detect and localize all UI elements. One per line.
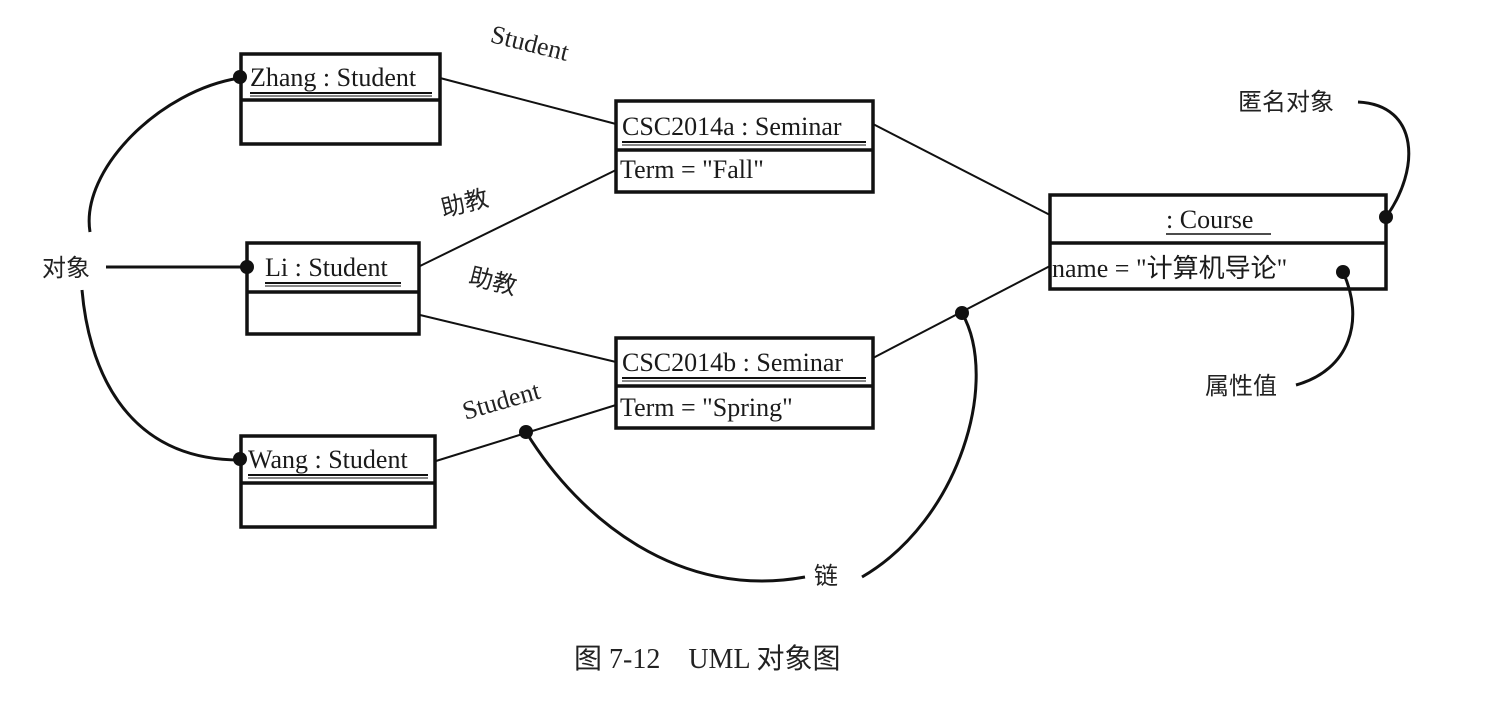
link-zhang-csc2014a — [439, 77, 617, 125]
object-csc2014a-seminar[interactable]: CSC2014a : Seminar Term = "Fall" — [614, 99, 875, 194]
object-name-csc2014b: CSC2014b : Seminar — [622, 348, 843, 377]
callout-object-zhang — [87, 76, 241, 233]
annotation-anonymous-object: 匿名对象 — [1238, 88, 1334, 116]
role-label-wang-student: Student — [459, 376, 544, 426]
object-name-csc2014a: CSC2014a : Seminar — [622, 112, 842, 141]
callout-dot-attribute — [1336, 265, 1350, 279]
callout-dot-link-course — [955, 306, 969, 320]
attribute-course-name: name = "计算机导论" — [1052, 254, 1287, 283]
annotation-object: 对象 — [42, 254, 90, 282]
object-name-zhang: Zhang : Student — [250, 63, 417, 92]
object-anonymous-course[interactable]: : Course name = "计算机导论" — [1048, 193, 1388, 291]
link-li-csc2014b — [419, 314, 617, 363]
object-wang-student[interactable]: Wang : Student — [239, 434, 437, 529]
callout-dot-course — [1379, 210, 1393, 224]
callout-anonymous-object — [1357, 100, 1411, 218]
object-name-course: : Course — [1166, 205, 1253, 234]
role-label-li-ta-a: 助教 — [438, 184, 491, 223]
object-name-wang: Wang : Student — [248, 445, 408, 474]
figure-caption: 图 7-12 UML 对象图 — [574, 643, 841, 675]
callout-dot-link-wang — [519, 425, 533, 439]
callout-attribute-value — [1295, 271, 1355, 387]
object-csc2014b-seminar[interactable]: CSC2014b : Seminar Term = "Spring" — [614, 336, 875, 430]
link-csc2014a-course — [872, 123, 1051, 216]
object-zhang-student[interactable]: Zhang : Student — [239, 52, 442, 146]
object-name-li: Li : Student — [265, 253, 389, 282]
role-label-li-ta-b: 助教 — [466, 262, 519, 301]
annotation-attribute-value: 属性值 — [1205, 372, 1277, 400]
role-label-zhang-student: Student — [488, 20, 573, 68]
callout-link-right — [861, 312, 978, 579]
callout-dot-wang — [233, 452, 247, 466]
annotation-link: 链 — [814, 562, 838, 590]
callout-link-left — [524, 431, 806, 583]
link-li-csc2014a — [419, 169, 617, 267]
attribute-term-spring: Term = "Spring" — [620, 393, 793, 422]
callout-dot-zhang — [233, 70, 247, 84]
callout-dot-li — [240, 260, 254, 274]
callout-object-wang — [80, 289, 241, 462]
attribute-term-fall: Term = "Fall" — [620, 155, 764, 184]
object-li-student[interactable]: Li : Student — [245, 241, 421, 336]
